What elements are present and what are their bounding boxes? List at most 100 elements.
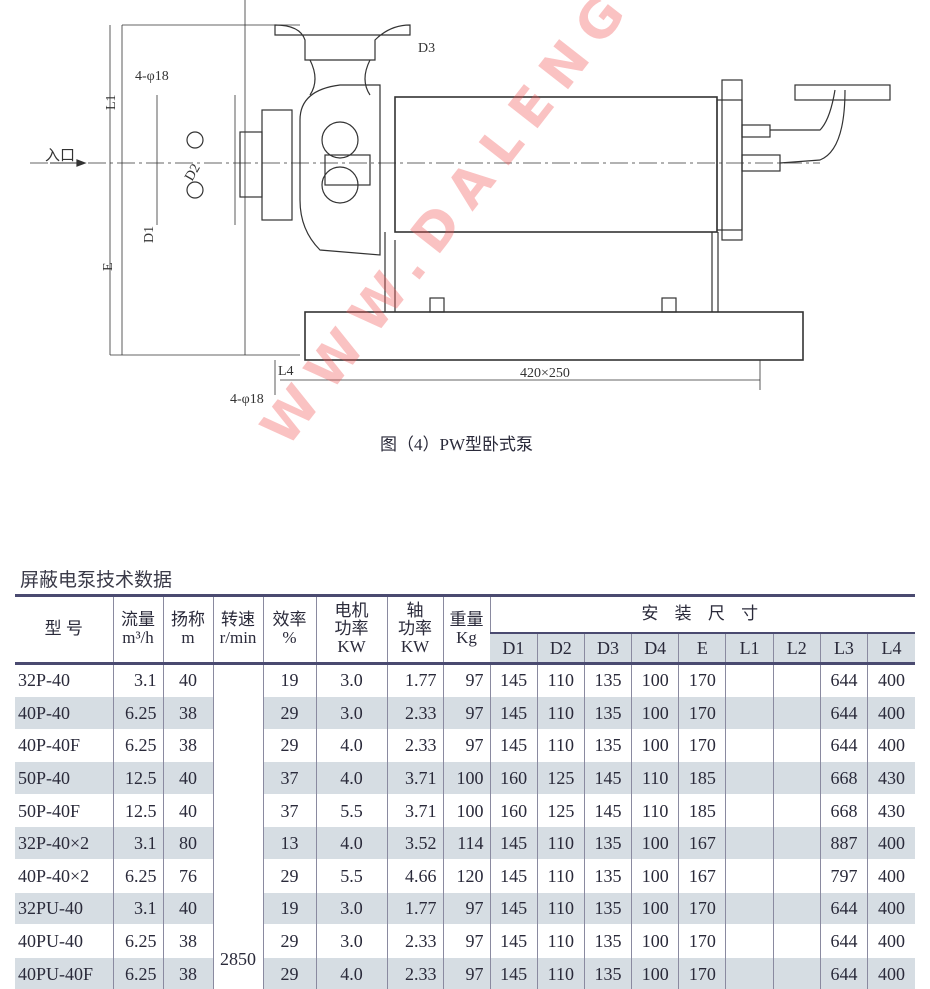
- cell: 97: [442, 662, 491, 697]
- cell: 37: [262, 793, 317, 827]
- motor-body: [394, 96, 718, 233]
- cell: 97: [442, 891, 491, 925]
- label-l4: L4: [278, 364, 294, 379]
- cell: 135: [583, 662, 632, 697]
- cell: [772, 826, 821, 860]
- cell: 135: [583, 826, 632, 860]
- cell: 170: [678, 891, 726, 925]
- cell: 80: [162, 826, 214, 860]
- cell: 40: [162, 793, 214, 827]
- cell: 2.33: [386, 696, 444, 730]
- cell: 145: [583, 761, 632, 795]
- cell: 135: [583, 859, 632, 893]
- cell: 38: [162, 924, 214, 958]
- cell: 170: [678, 662, 726, 697]
- header-dim-l2: L2: [772, 631, 821, 665]
- cell: 400: [867, 859, 915, 893]
- cell: 167: [678, 859, 726, 893]
- label-e: E: [101, 262, 116, 271]
- header-dim-d3: D3: [583, 631, 632, 665]
- cell: 110: [536, 728, 585, 762]
- cell: 110: [536, 826, 585, 860]
- cell: 13: [262, 826, 317, 860]
- cell: 170: [678, 696, 726, 730]
- cell: 400: [867, 924, 915, 958]
- cell: 644: [819, 696, 868, 730]
- cell: 185: [678, 761, 726, 795]
- cell: 5.5: [315, 793, 388, 827]
- cell: 40: [162, 662, 214, 697]
- cell: 6.25: [112, 728, 164, 762]
- cell: 2.33: [386, 924, 444, 958]
- cell: 644: [819, 728, 868, 762]
- cell: 400: [867, 826, 915, 860]
- cell: 110: [536, 956, 585, 989]
- cell: 644: [819, 891, 868, 925]
- cell: 3.1: [112, 662, 164, 697]
- cell: 125: [536, 793, 585, 827]
- cell: 29: [262, 924, 317, 958]
- header-dim-l3: L3: [819, 631, 868, 665]
- cell: 6.25: [112, 924, 164, 958]
- speed-cell: 2850: [212, 662, 264, 989]
- cell: 100: [631, 891, 679, 925]
- cell: 160: [489, 793, 538, 827]
- header-eff: 效率%: [262, 594, 317, 665]
- cell: 4.0: [315, 728, 388, 762]
- cell: [772, 956, 821, 989]
- cell: 3.0: [315, 891, 388, 925]
- cell: 430: [867, 793, 915, 827]
- cell: 12.5: [112, 761, 164, 795]
- cell: 100: [631, 662, 679, 697]
- cell: 170: [678, 956, 726, 989]
- label-d1: D1: [142, 226, 157, 243]
- cell: [772, 891, 821, 925]
- cell: 40: [162, 761, 214, 795]
- cell: 6.25: [112, 696, 164, 730]
- cell: 4.0: [315, 761, 388, 795]
- cell: 170: [678, 728, 726, 762]
- cell: 110: [536, 891, 585, 925]
- label-holes-top: 4-φ18: [135, 69, 169, 84]
- cell: 40PU-40: [15, 924, 114, 958]
- cell: 110: [631, 793, 679, 827]
- cell: 400: [867, 956, 915, 989]
- cell: 2.33: [386, 728, 444, 762]
- cell: 40P-40: [15, 696, 114, 730]
- cell: [772, 728, 821, 762]
- cell: 3.1: [112, 826, 164, 860]
- cell: 668: [819, 793, 868, 827]
- cell: 100: [631, 859, 679, 893]
- cell: 145: [489, 924, 538, 958]
- cell: 100: [631, 728, 679, 762]
- cell: 110: [631, 761, 679, 795]
- header-dim-d2: D2: [536, 631, 585, 665]
- cell: 135: [583, 696, 632, 730]
- cell: 430: [867, 761, 915, 795]
- cell: 110: [536, 662, 585, 697]
- cell: 12.5: [112, 793, 164, 827]
- base-plate: [304, 311, 804, 361]
- cell: 668: [819, 761, 868, 795]
- cell: 145: [489, 859, 538, 893]
- label-base: 420×250: [520, 366, 570, 381]
- cell: 145: [489, 891, 538, 925]
- cell: 167: [678, 826, 726, 860]
- cell: 38: [162, 696, 214, 730]
- label-d2: D2: [182, 161, 204, 183]
- cell: 185: [678, 793, 726, 827]
- cell: 170: [678, 924, 726, 958]
- cell: 97: [442, 956, 491, 989]
- cell: 4.66: [386, 859, 444, 893]
- cell: 160: [489, 761, 538, 795]
- cell: 19: [262, 891, 317, 925]
- header-dim-l4: L4: [867, 631, 915, 665]
- cell: 29: [262, 728, 317, 762]
- cell: [725, 924, 774, 958]
- cell: 145: [489, 826, 538, 860]
